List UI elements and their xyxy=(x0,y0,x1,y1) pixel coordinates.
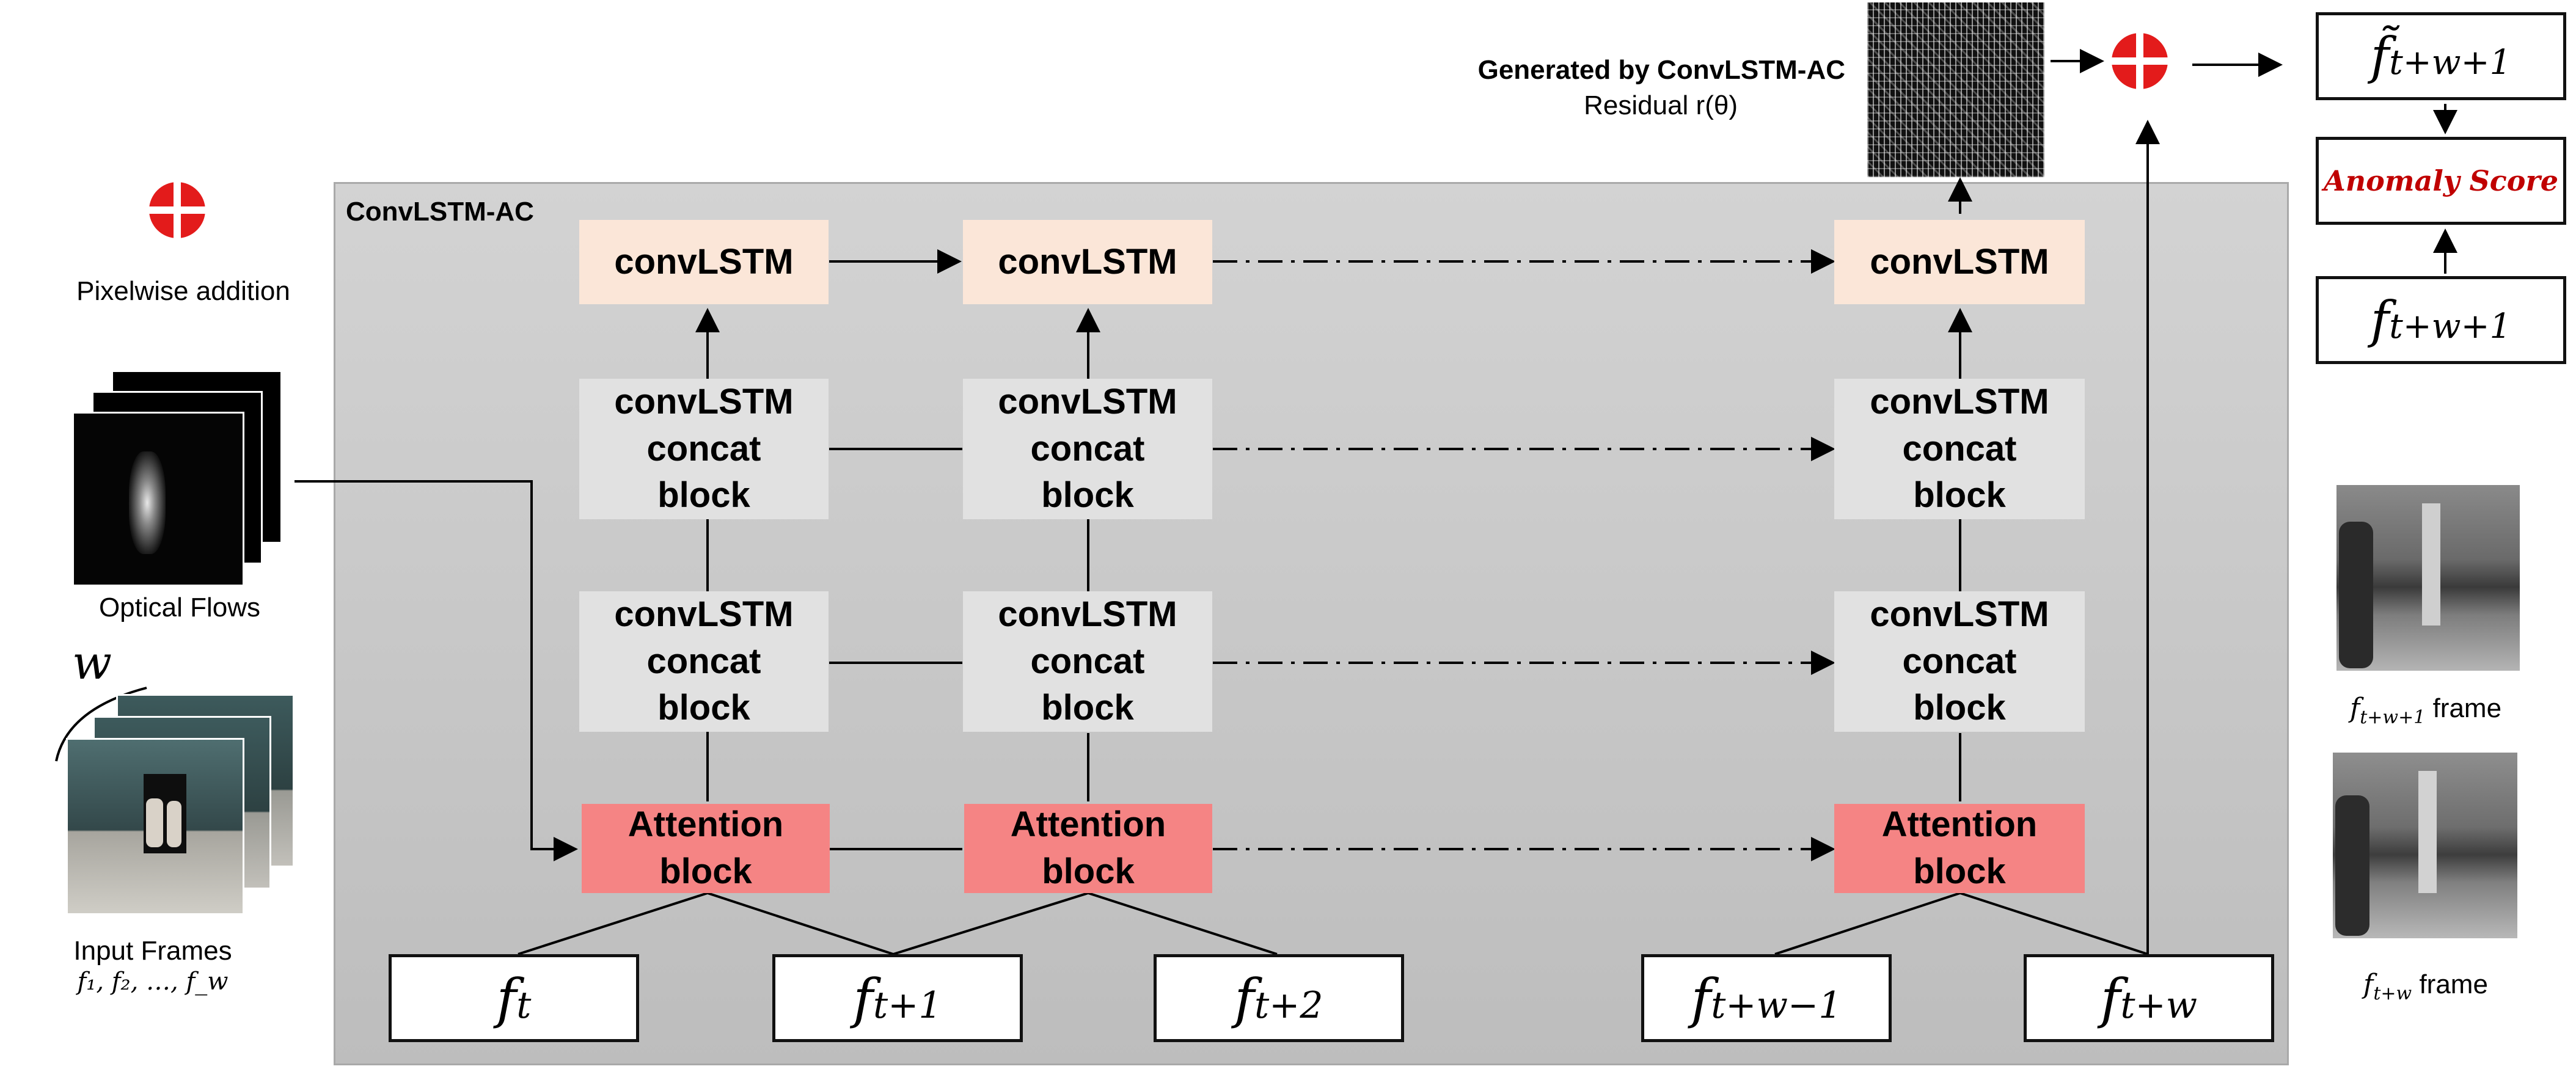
pixelwise-addition-icon xyxy=(147,180,208,241)
predicted-frame-box: f̃t+w+1 xyxy=(2316,12,2566,100)
legend-label: Pixelwise addition xyxy=(76,276,290,306)
panel-title: ConvLSTM-AC xyxy=(346,197,534,227)
addition-node-icon xyxy=(2109,31,2170,92)
convlstm-block-1: convLSTM xyxy=(579,220,829,304)
convlstm-block-3: convLSTM xyxy=(1834,220,2085,304)
connector-line xyxy=(893,892,1089,955)
residual-image xyxy=(1867,2,2044,177)
convlstm-block-2: convLSTM xyxy=(963,220,1212,304)
connector-line xyxy=(1088,892,1278,955)
window-label: w xyxy=(72,635,112,690)
frame-caption-2: ft+w frame xyxy=(2363,969,2488,1004)
input-frames-sequence: f₁, f₂, …, f_w xyxy=(77,968,229,996)
connector-line xyxy=(1959,892,2148,955)
residual-title: Generated by ConvLSTM-AC xyxy=(1477,55,1845,85)
frame-t-w-image xyxy=(2333,753,2517,938)
residual-subtitle: Residual r(θ) xyxy=(1584,90,1738,120)
frame-caption-1: ft+w+1 frame xyxy=(2349,693,2502,728)
anomaly-score-box: Anomaly Score xyxy=(2316,137,2566,225)
window-arc xyxy=(55,687,147,762)
connector-line xyxy=(1774,892,1961,955)
connector-line xyxy=(518,892,708,955)
input-frames-label: Input Frames xyxy=(73,936,232,966)
optical-flow-frame xyxy=(72,412,244,586)
input-frame xyxy=(66,738,244,915)
connector-line xyxy=(707,892,894,955)
optical-flows-label: Optical Flows xyxy=(98,593,261,622)
flow-arrow xyxy=(295,480,578,861)
frame-t-w-plus-1-image xyxy=(2336,485,2520,671)
anomaly-score-label: Anomaly Score xyxy=(2324,164,2558,197)
